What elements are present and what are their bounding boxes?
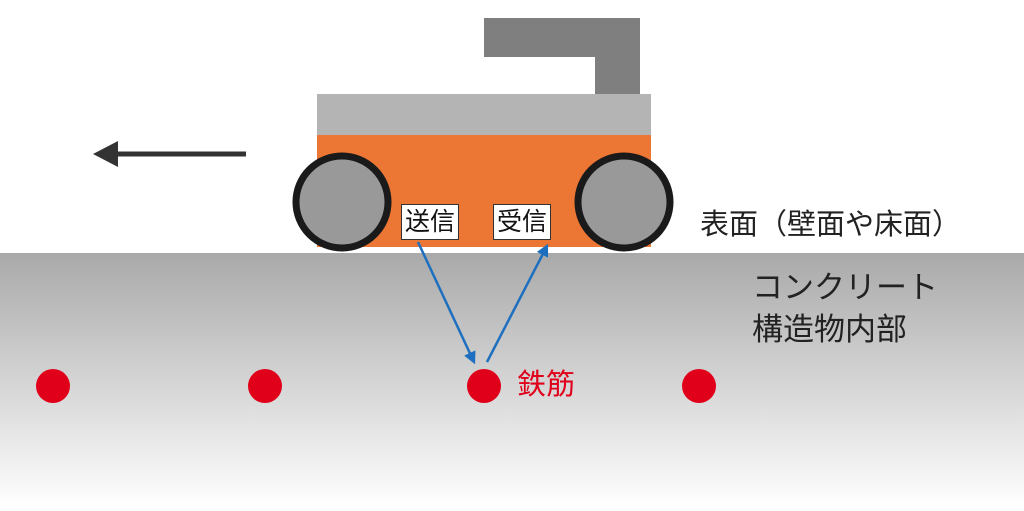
receive-label: 受信 (493, 204, 552, 240)
left-wheel (292, 152, 392, 252)
rebar-dot (36, 369, 70, 403)
direction-arrow (93, 141, 246, 167)
concrete-block (0, 253, 1024, 507)
rebar-dot (248, 369, 282, 403)
transmit-label: 送信 (401, 204, 460, 240)
rebar-dot (682, 369, 716, 403)
device-top-cover (317, 94, 651, 135)
transmit-wave (416, 241, 476, 365)
concrete-label: コンクリート (752, 270, 938, 306)
reflect-wave (485, 243, 549, 363)
interior-label: 構造物内部 (752, 312, 907, 348)
surface-label: 表面（壁面や床面） (700, 207, 962, 241)
right-wheel (574, 152, 674, 252)
rebar-dot (467, 369, 501, 403)
rebar-label: 鉄筋 (517, 367, 576, 401)
device-handle (484, 18, 640, 94)
rebar-group (36, 369, 716, 403)
